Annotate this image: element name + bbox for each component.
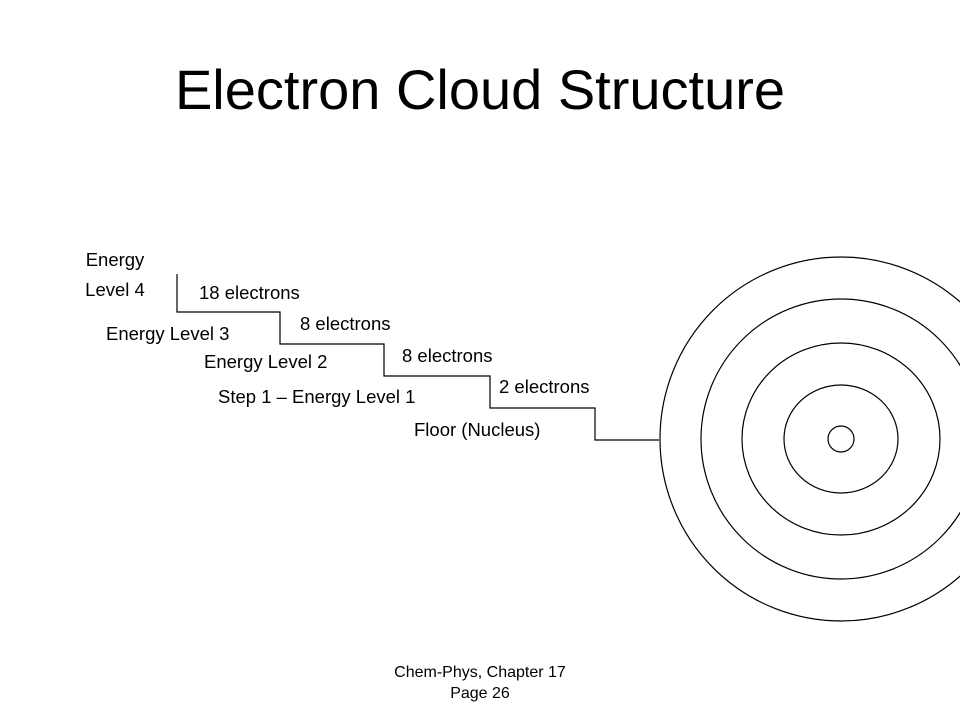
shell-3 bbox=[700, 298, 960, 580]
energy-staircase bbox=[176, 274, 659, 441]
energy-level-1-electrons: 2 electrons bbox=[499, 376, 590, 397]
shell-4 bbox=[659, 256, 960, 622]
slide-title: Electron Cloud Structure bbox=[174, 58, 786, 121]
shell-1 bbox=[783, 384, 899, 494]
energy-level-2-label: Energy Level 2 bbox=[204, 351, 328, 372]
footer-page-number: Page 26 bbox=[450, 685, 510, 702]
energy-level-4-label-line1: Energy bbox=[85, 249, 145, 270]
nucleus bbox=[827, 425, 855, 453]
energy-level-1-label: Step 1 – Energy Level 1 bbox=[218, 386, 416, 407]
atom-model bbox=[659, 256, 960, 622]
footer-chapter: Chem-Phys, Chapter 17 bbox=[394, 664, 566, 681]
nucleus-floor-label: Floor (Nucleus) bbox=[414, 419, 541, 440]
energy-level-4-label: Energy Level 4 bbox=[67, 245, 163, 305]
shell-2 bbox=[741, 342, 941, 536]
energy-level-4-label-line2: Level 4 bbox=[85, 279, 145, 300]
energy-level-3-label: Energy Level 3 bbox=[106, 323, 230, 344]
energy-level-4-electrons: 18 electrons bbox=[199, 282, 300, 303]
energy-level-2-electrons: 8 electrons bbox=[402, 345, 493, 366]
energy-level-3-electrons: 8 electrons bbox=[300, 313, 391, 334]
slide-footer: Chem-Phys, Chapter 17 Page 26 bbox=[330, 662, 630, 704]
